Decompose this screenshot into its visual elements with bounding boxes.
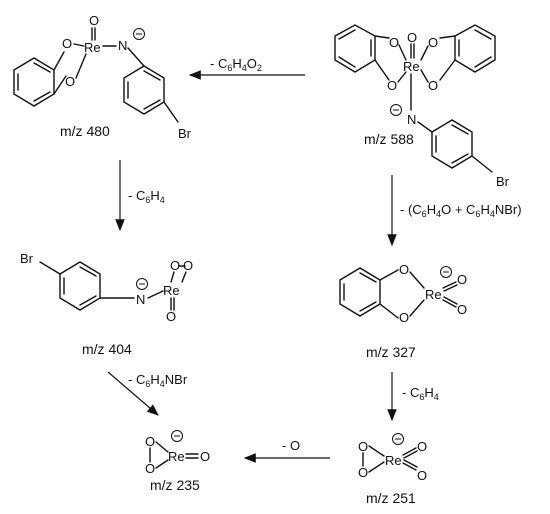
atom-o: O — [457, 302, 467, 317]
atom-o: O — [399, 310, 409, 325]
atom-o: O — [65, 74, 75, 89]
atom-re: Re — [385, 453, 402, 468]
atom-o: O — [89, 13, 99, 28]
atom-o: O — [457, 272, 467, 287]
atom-o: O — [417, 468, 427, 483]
atom-o: O — [166, 309, 176, 324]
compound-404: Br N Re O O O m/z 404 — [20, 251, 193, 357]
atom-n: N — [136, 292, 145, 307]
atom-re: Re — [425, 287, 442, 302]
atom-o: O — [417, 439, 427, 454]
atom-n: N — [407, 112, 416, 127]
atom-o: O — [183, 258, 193, 273]
loss-label-404-235: - C6H4NBr — [128, 372, 188, 389]
atom-o: O — [62, 36, 72, 51]
atom-br: Br — [20, 251, 34, 266]
mz-label-588: m/z 588 — [364, 131, 414, 147]
atom-o: O — [399, 262, 409, 277]
atom-o: O — [389, 35, 399, 50]
atom-o: O — [407, 30, 417, 45]
loss-label-251-235: - O — [282, 438, 300, 453]
atom-o: O — [428, 78, 438, 93]
reaction-arrows — [107, 70, 397, 463]
atom-re: Re — [403, 59, 420, 74]
atom-o: O — [200, 449, 210, 464]
loss-label-588-480: - C6H4O2 — [210, 56, 262, 73]
atom-re: Re — [168, 449, 185, 464]
loss-label-327-251: - C6H4 — [402, 385, 439, 402]
mz-label-327: m/z 327 — [366, 344, 416, 360]
atom-re: Re — [84, 40, 101, 55]
atom-n: N — [118, 38, 127, 53]
mz-label-480: m/z 480 — [60, 123, 110, 139]
compound-235: O O Re O m/z 235 — [145, 430, 210, 493]
compound-480: O O Re O N Br m/z 480 — [13, 13, 192, 141]
mz-label-404: m/z 404 — [82, 341, 132, 357]
atom-re: Re — [163, 283, 180, 298]
atom-o: O — [145, 461, 155, 476]
compound-327: O O Re O O m/z 327 — [339, 262, 467, 360]
atom-br: Br — [178, 126, 192, 141]
loss-label-480-404: - C6H4 — [128, 188, 165, 205]
atom-o: O — [170, 258, 180, 273]
compound-588: O O Re O O O N Br m/z 588 — [334, 24, 510, 189]
atom-o: O — [358, 439, 368, 454]
compound-251: O O Re O O m/z 251 — [358, 433, 427, 506]
mz-label-251: m/z 251 — [366, 490, 416, 506]
loss-labels: - C6H4O2 - C6H4 - (C6H4O + C6H4NBr) - C6… — [128, 56, 522, 453]
atom-o: O — [358, 465, 368, 480]
arrow-404-235 — [107, 371, 159, 416]
atom-o: O — [387, 78, 397, 93]
atom-o: O — [428, 35, 438, 50]
atom-br: Br — [496, 174, 510, 189]
mz-label-235: m/z 235 — [150, 477, 200, 493]
loss-label-588-327: - (C6H4O + C6H4NBr) — [400, 202, 522, 219]
atom-o: O — [145, 434, 155, 449]
